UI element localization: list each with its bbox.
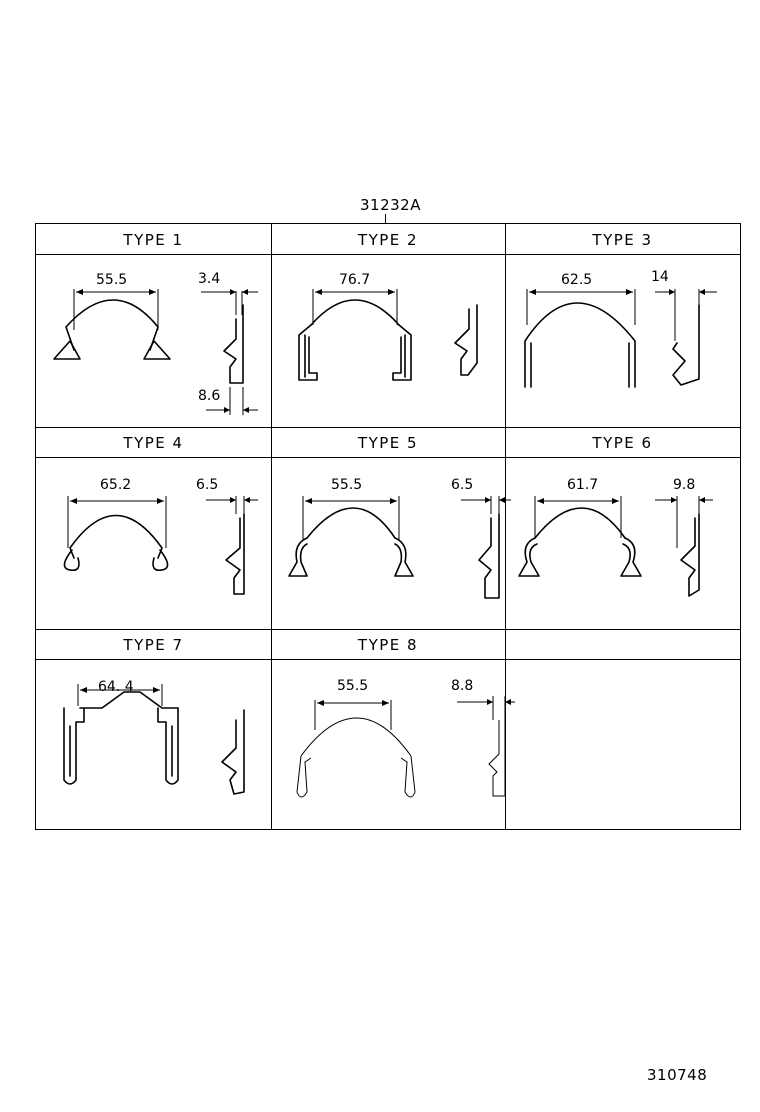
cell-type-2: TYPE 2 76.7	[271, 224, 505, 427]
cell-type-6: TYPE 6 61.7 9.8	[505, 427, 740, 629]
type-1-width-dim: 55.5	[96, 272, 128, 288]
column-divider	[505, 224, 506, 829]
type-3-side-dim: 14	[651, 269, 669, 285]
type-5-width-dim: 55.5	[331, 477, 363, 493]
type-6-side-dim: 9.8	[673, 477, 696, 493]
type-5-clip-drawing	[288, 496, 511, 599]
type-5-side-dim: 6.5	[451, 477, 474, 493]
type-3-width-dim: 62.5	[561, 272, 593, 288]
column-divider	[271, 224, 272, 829]
type-4-clip-drawing	[63, 496, 258, 595]
part-number-leader	[385, 214, 386, 224]
type-3-clip-drawing	[524, 289, 717, 388]
type-8-width-dim: 55.5	[337, 678, 369, 694]
cell-type-4: TYPE 4 65.2 6.5	[36, 427, 271, 629]
cell-type-7: TYPE 7 64. 4	[36, 629, 271, 829]
type-2-clip-drawing	[298, 289, 478, 381]
type-8-clip-drawing	[296, 696, 515, 798]
cell-type-3: TYPE 3 62.5 14	[505, 224, 740, 427]
type-6-label: TYPE 6	[505, 427, 740, 458]
part-number: 31232A	[360, 196, 421, 214]
type-6-clip-drawing	[518, 496, 713, 597]
type-5-label: TYPE 5	[271, 427, 505, 458]
type-8-side-dim: 8.8	[451, 678, 474, 694]
type-6-width-dim: 61.7	[567, 477, 599, 493]
row-divider	[36, 629, 740, 630]
cell-empty	[505, 629, 740, 829]
type-1-side-dim-2: 8.6	[198, 388, 221, 404]
type-1-side-dim: 3.4	[198, 271, 221, 287]
type-7-label: TYPE 7	[36, 629, 271, 660]
cell-type-5: TYPE 5 55.5 6.5	[271, 427, 511, 629]
type-1-label: TYPE 1	[36, 224, 271, 255]
type-4-side-dim: 6.5	[196, 477, 219, 493]
type-2-label: TYPE 2	[271, 224, 505, 255]
type-3-label: TYPE 3	[505, 224, 740, 255]
type-4-width-dim: 65.2	[100, 477, 132, 493]
document-number: 310748	[647, 1066, 708, 1084]
type-7-clip-drawing	[63, 684, 245, 795]
type-1-clip-drawing	[53, 289, 258, 415]
cell-type-1: TYPE 1 55.5 3.4 8.6	[36, 224, 271, 427]
type-2-width-dim: 76.7	[339, 272, 371, 288]
clip-types-table: TYPE 1 55.5 3.4 8.6	[35, 223, 741, 830]
row-divider	[36, 427, 740, 428]
type-7-width-dim: 64. 4	[98, 679, 134, 695]
empty-header	[505, 629, 740, 660]
type-4-label: TYPE 4	[36, 427, 271, 458]
cell-type-8: TYPE 8 55.5 8.8	[271, 629, 515, 829]
type-8-label: TYPE 8	[271, 629, 505, 660]
